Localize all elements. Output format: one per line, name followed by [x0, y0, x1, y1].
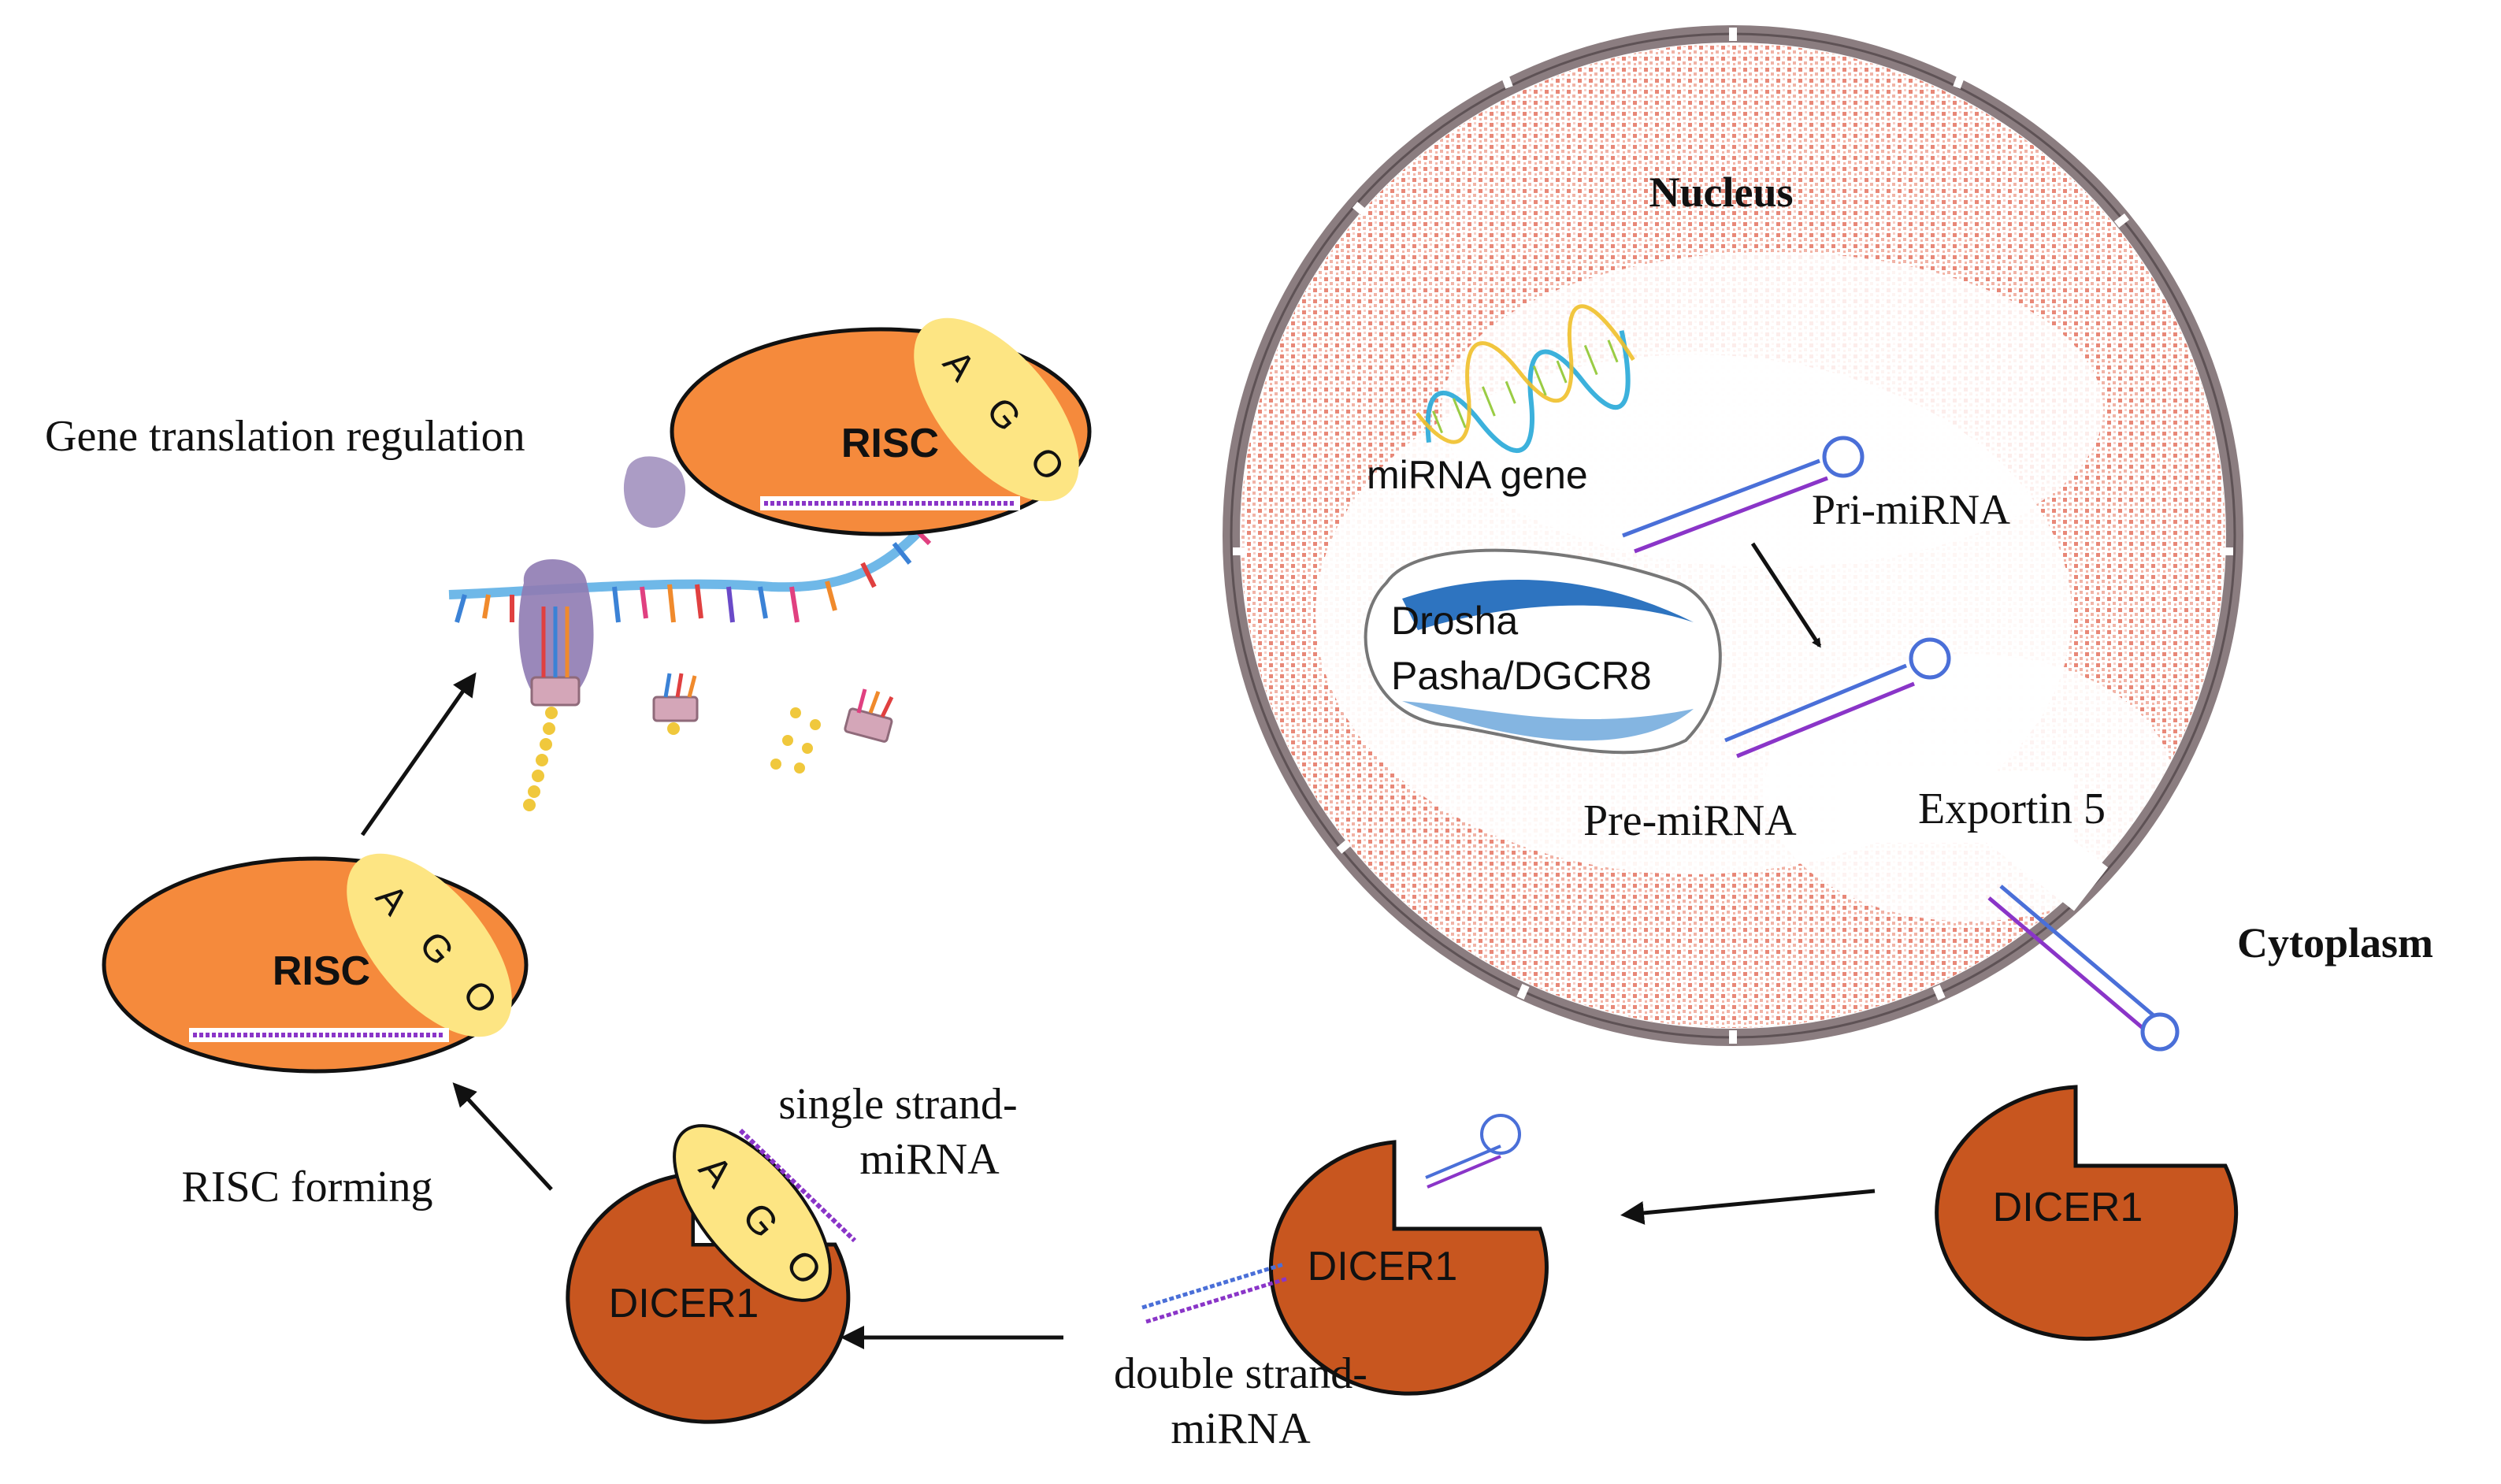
dicer-right-label: DICER1 [1993, 1185, 2143, 1230]
double-strand-label-line1: double strand- [1114, 1349, 1367, 1398]
ago-protein-middle [347, 853, 512, 1037]
amino-acids-icon [770, 707, 821, 774]
mrna-strand [448, 517, 933, 623]
drosha-complex [1364, 548, 1722, 755]
pri-mirna-label: Pri-miRNA [1812, 486, 2010, 533]
risc-top [670, 317, 1092, 536]
dicer-center [1269, 1140, 1549, 1396]
double-strand-label-line2: miRNA [1171, 1404, 1311, 1453]
cytoplasm-label: Cytoplasm [2237, 919, 2433, 966]
nucleus-label: Nucleus [1649, 169, 1793, 216]
risc-middle [102, 853, 529, 1074]
ago-protein-top [914, 317, 1079, 502]
dicer-right [1935, 1085, 2239, 1341]
dicer-left-label: DICER1 [609, 1281, 759, 1326]
risc-forming-label: RISC forming [182, 1163, 433, 1211]
double-strand-mirna [1141, 1262, 1289, 1324]
exportin-label: Exportin 5 [1918, 785, 2106, 833]
exportin-channel [1931, 755, 2109, 911]
single-strand-mirna [738, 1128, 857, 1243]
diced-hairpin-loop [1425, 1114, 1521, 1189]
ribosome-icon [518, 559, 594, 811]
arrow-pri-to-pre [1750, 542, 1822, 648]
dicer-center-label: DICER1 [1308, 1244, 1458, 1289]
arrow-dicer-right-to-center [1620, 1189, 1876, 1225]
arrow-risc-to-translation [360, 672, 477, 837]
single-strand-label-line2: miRNA [859, 1135, 1000, 1184]
gene-translation-label: Gene translation regulation [45, 412, 525, 461]
pri-mirna-hairpin [1622, 436, 1865, 554]
pasha-label: Pasha/DGCR8 [1391, 654, 1652, 698]
nuclear-pores [1233, 28, 2233, 1044]
risc-middle-label: RISC [273, 948, 370, 994]
ribosome-subunit-icon [623, 456, 686, 528]
trna-icon-2 [844, 688, 894, 743]
ago-protein-left [673, 1124, 832, 1302]
pre-mirna-hairpin [1724, 637, 1951, 759]
trna-icon-1 [652, 673, 699, 735]
arrow-dicer-to-risc [452, 1082, 553, 1191]
single-strand-label-line1: single strand- [778, 1080, 1017, 1129]
mirna-gene-label: miRNA gene [1367, 453, 1588, 497]
drosha-label: Drosha [1391, 599, 1518, 643]
dna-helix-icon [1415, 304, 1635, 454]
dicer-left [566, 1124, 851, 1424]
risc-top-label: RISC [841, 421, 939, 466]
nucleus [1223, 25, 2243, 1046]
exported-pre-mirna [1987, 885, 2180, 1052]
pre-mirna-label: Pre-miRNA [1583, 796, 1797, 845]
